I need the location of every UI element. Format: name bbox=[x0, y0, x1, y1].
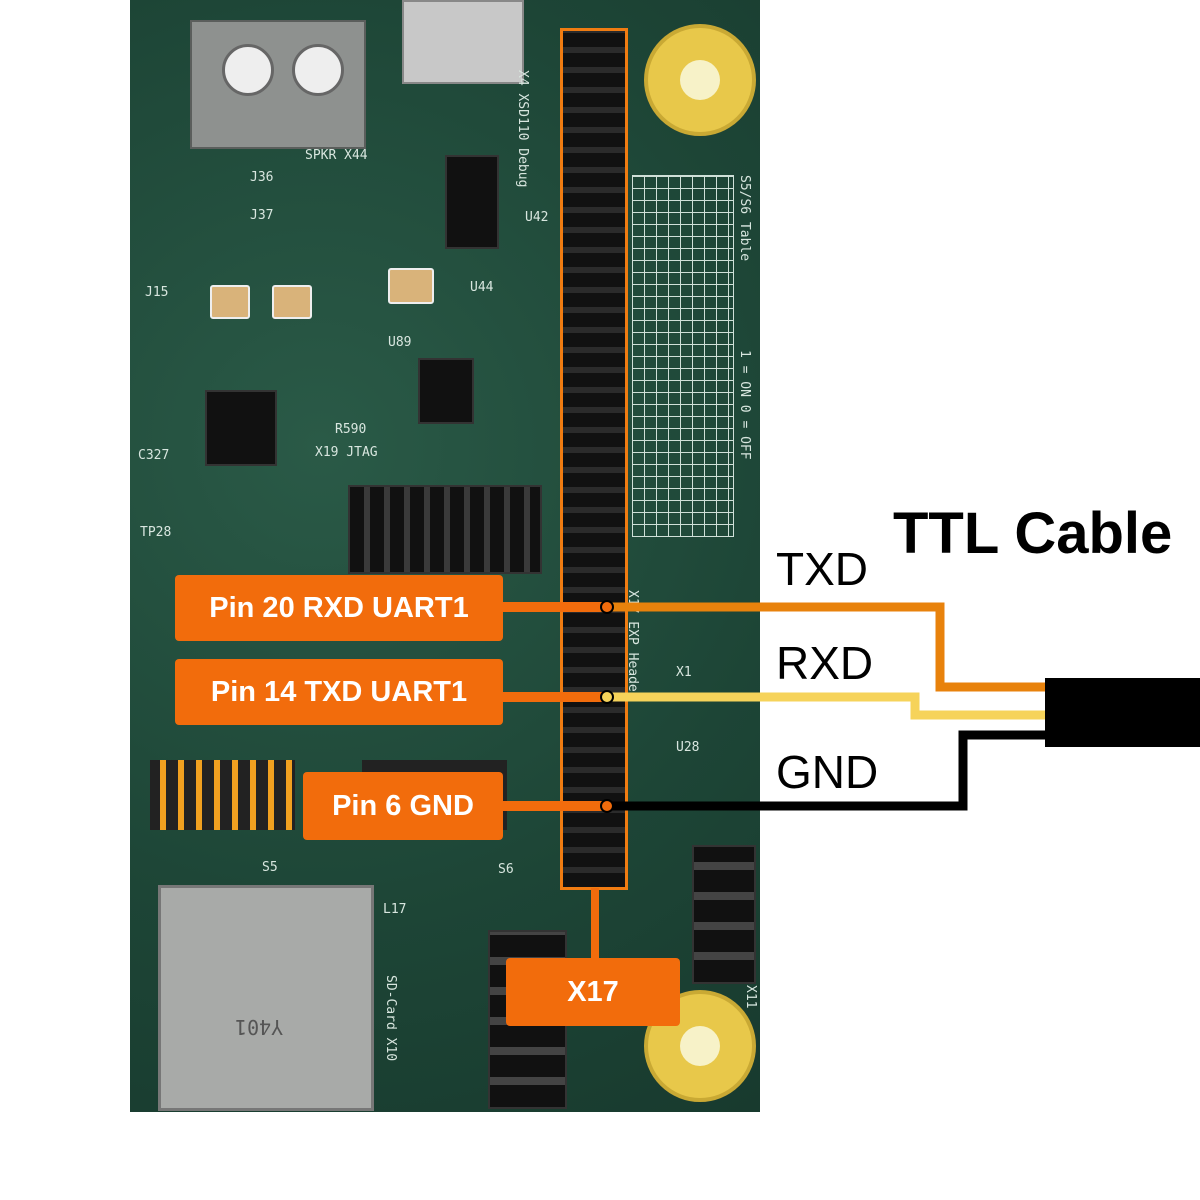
silk-j37: J37 bbox=[250, 208, 274, 223]
pin14-dot bbox=[600, 690, 614, 704]
txd-wire bbox=[607, 602, 1045, 692]
ttl-cable-connector bbox=[1045, 678, 1200, 747]
x17-callout: X17 bbox=[506, 958, 680, 1026]
screw-icon bbox=[222, 44, 274, 96]
silk-s5: S5 bbox=[262, 860, 278, 875]
silk-j36: J36 bbox=[250, 170, 274, 185]
rxd-label: RXD bbox=[776, 637, 874, 689]
gnd-wire bbox=[607, 730, 1045, 811]
usb-connector bbox=[402, 0, 524, 84]
silk-u28: U28 bbox=[676, 740, 700, 755]
dip-switch-s5 bbox=[150, 760, 295, 830]
silk-s6: S6 bbox=[498, 862, 514, 877]
chip bbox=[205, 390, 277, 466]
pin20-callout: Pin 20 RXD UART1 bbox=[175, 575, 503, 641]
silk-l17: L17 bbox=[383, 902, 407, 917]
silk-u42: U42 bbox=[525, 210, 549, 225]
switch-table-grid bbox=[632, 175, 734, 537]
rxd-wire bbox=[607, 692, 1045, 720]
silk-j15: J15 bbox=[145, 285, 169, 300]
speaker-terminal-block bbox=[190, 20, 366, 149]
pin-header-x11 bbox=[692, 845, 756, 984]
screw-icon bbox=[292, 44, 344, 96]
jtag-header bbox=[348, 485, 542, 574]
txd-label: TXD bbox=[776, 543, 868, 595]
chip bbox=[445, 155, 499, 249]
capacitor bbox=[210, 285, 250, 319]
x17-expansion-header bbox=[560, 28, 628, 890]
gnd-label: GND bbox=[776, 746, 879, 798]
pin20-dot bbox=[600, 600, 614, 614]
mounting-hole bbox=[644, 24, 756, 136]
silk-jtag: X19 JTAG bbox=[315, 445, 378, 460]
silk-r590: R590 bbox=[335, 422, 367, 437]
silk-u89: U89 bbox=[388, 335, 412, 350]
silk-x1: X1 bbox=[676, 665, 692, 680]
ttl-cable-title: TTL Cable bbox=[893, 501, 1173, 566]
pin14-callout: Pin 14 TXD UART1 bbox=[175, 659, 503, 725]
silk-c327: C327 bbox=[138, 448, 170, 463]
silk-tp28: TP28 bbox=[140, 525, 172, 540]
capacitor bbox=[272, 285, 312, 319]
silk-u44: U44 bbox=[470, 280, 494, 295]
chip bbox=[418, 358, 474, 424]
silk-spkr: SPKR X44 bbox=[305, 148, 368, 163]
pin6-dot bbox=[600, 799, 614, 813]
sd-card-slot bbox=[158, 885, 374, 1111]
capacitor bbox=[388, 268, 434, 304]
pin6-callout: Pin 6 GND bbox=[303, 772, 503, 840]
